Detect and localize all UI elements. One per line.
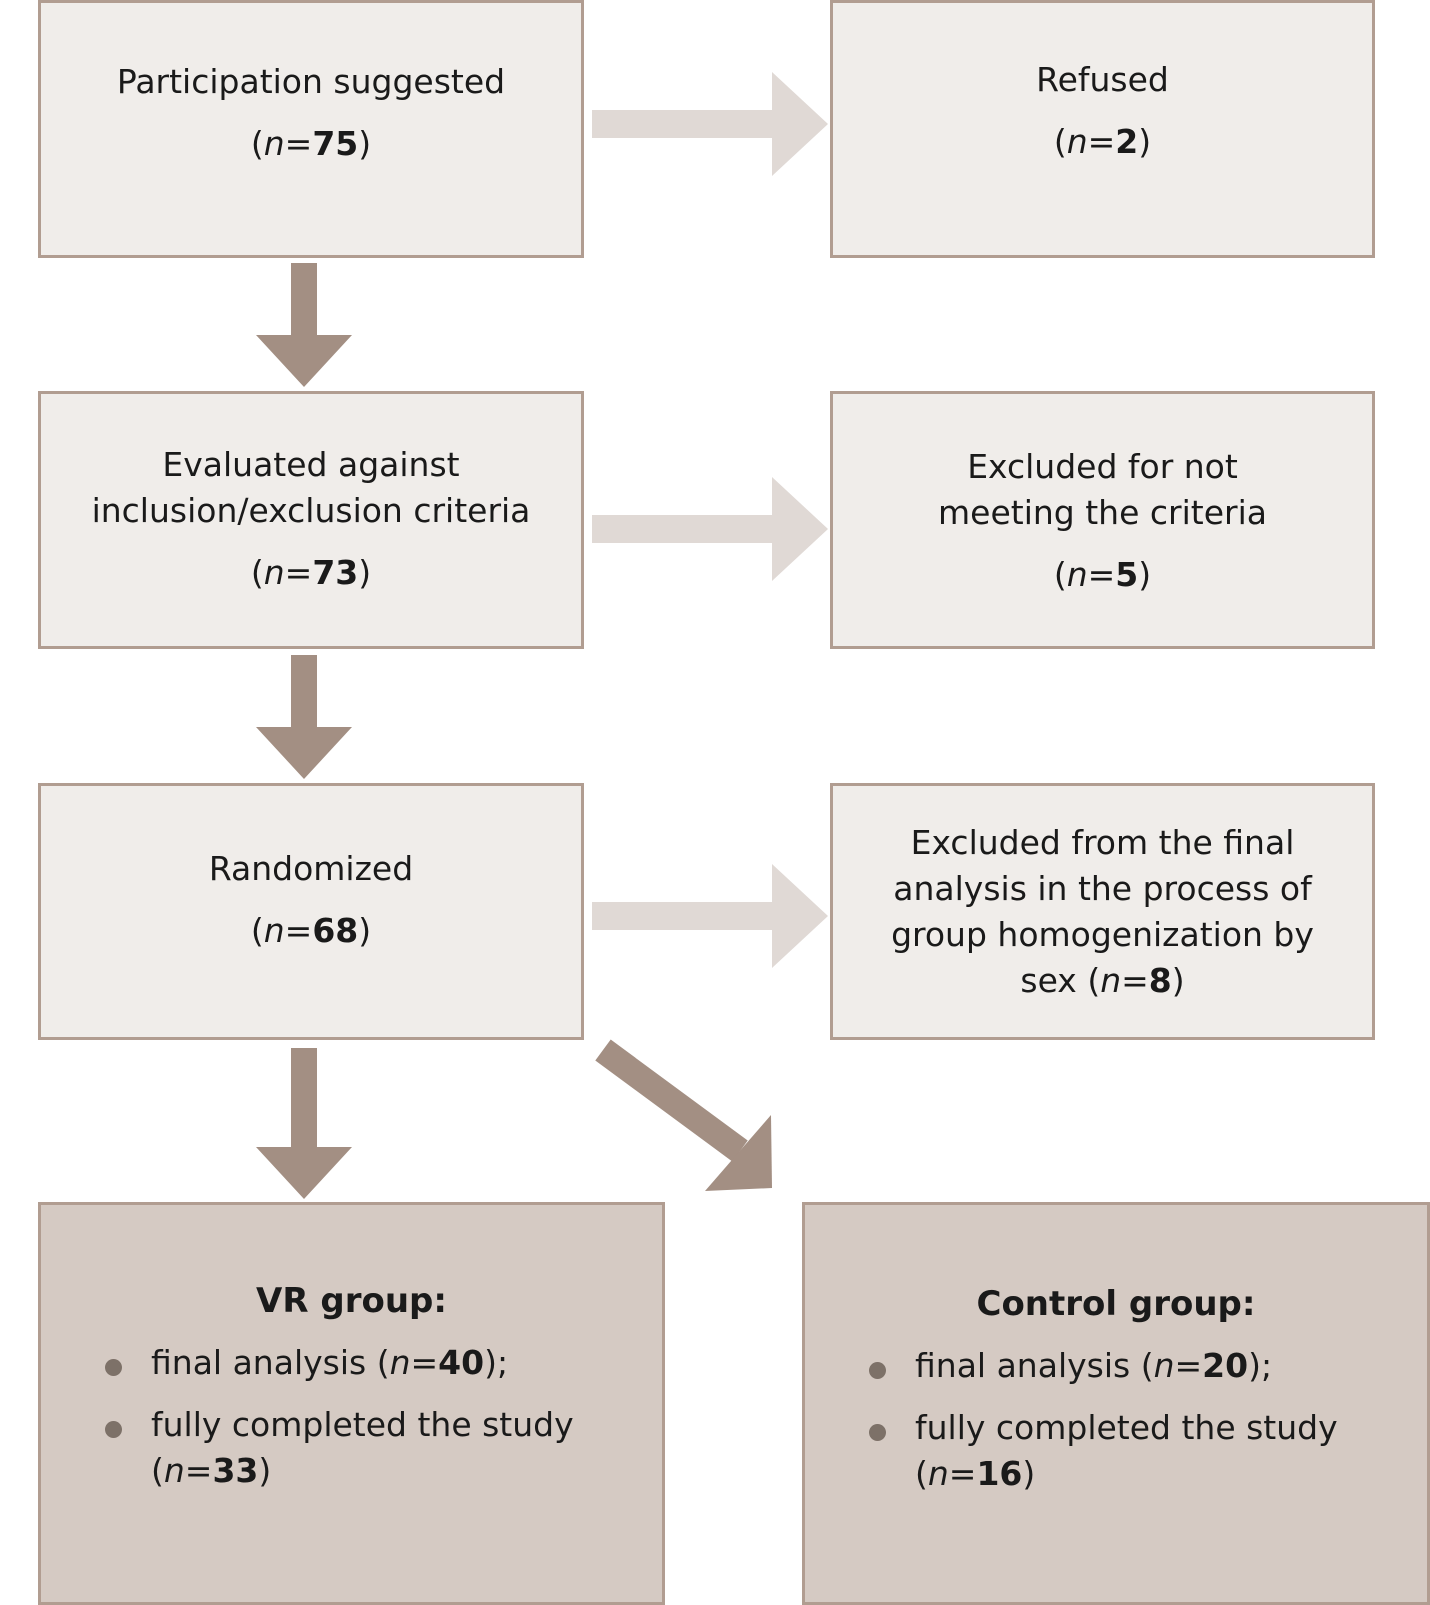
bullet-icon xyxy=(105,1421,122,1438)
box-label-line3: group homogenization by xyxy=(891,915,1314,954)
box-excluded-final: Excluded from the final analysis in the … xyxy=(830,783,1375,1040)
bullet-icon xyxy=(869,1424,886,1441)
box-count: (n=5) xyxy=(1053,555,1152,594)
arrow-down-1 xyxy=(256,263,352,387)
list-item: final analysis (n=40); xyxy=(41,1340,662,1386)
arrow-to-refused xyxy=(592,72,828,176)
box-label: Randomized xyxy=(208,849,414,888)
box-label-line2: meeting the criteria xyxy=(938,493,1267,532)
arrow-diagonal-to-control xyxy=(595,1039,772,1191)
box-label-line1: Excluded from the final xyxy=(910,823,1295,862)
arrow-to-excluded-criteria xyxy=(592,477,828,581)
group-title: Control group: xyxy=(976,1284,1256,1324)
list-item: fully completed the study(n=33) xyxy=(41,1402,662,1494)
arrow-down-2 xyxy=(256,655,352,779)
group-title: VR group: xyxy=(256,1281,447,1321)
box-excluded-criteria: Excluded for not meeting the criteria (n… xyxy=(830,391,1375,649)
box-count: (n=2) xyxy=(1053,122,1152,161)
box-count: (n=68) xyxy=(250,911,372,950)
arrow-down-3 xyxy=(256,1048,352,1199)
box-randomized: Randomized (n=68) xyxy=(38,783,584,1040)
arrow-to-excluded-final xyxy=(592,864,828,968)
group-list: final analysis (n=20); fully completed t… xyxy=(805,1343,1427,1497)
group-list: final analysis (n=40); fully completed t… xyxy=(41,1340,662,1494)
box-label-line4: sex (n=8) xyxy=(1020,961,1185,1000)
list-item: final analysis (n=20); xyxy=(805,1343,1427,1389)
box-vr-group: VR group: final analysis (n=40); fully c… xyxy=(38,1202,665,1605)
box-control-group: Control group: final analysis (n=20); fu… xyxy=(802,1202,1430,1605)
bullet-icon xyxy=(869,1362,886,1379)
bullet-icon xyxy=(105,1359,122,1376)
box-label: Participation suggested xyxy=(116,62,506,101)
box-label-line2: analysis in the process of xyxy=(893,869,1312,908)
box-label-line2: inclusion/exclusion criteria xyxy=(91,491,531,530)
box-label-line1: Evaluated against xyxy=(162,445,460,484)
box-participation-suggested: Participation suggested (n=75) xyxy=(38,0,584,258)
list-item: fully completed the study(n=16) xyxy=(805,1405,1427,1497)
box-count: (n=73) xyxy=(250,553,372,592)
box-label-line1: Excluded for not xyxy=(967,447,1238,486)
box-refused: Refused (n=2) xyxy=(830,0,1375,258)
box-label: Refused xyxy=(1036,60,1169,99)
box-count: (n=75) xyxy=(250,124,372,163)
box-evaluated: Evaluated against inclusion/exclusion cr… xyxy=(38,391,584,649)
